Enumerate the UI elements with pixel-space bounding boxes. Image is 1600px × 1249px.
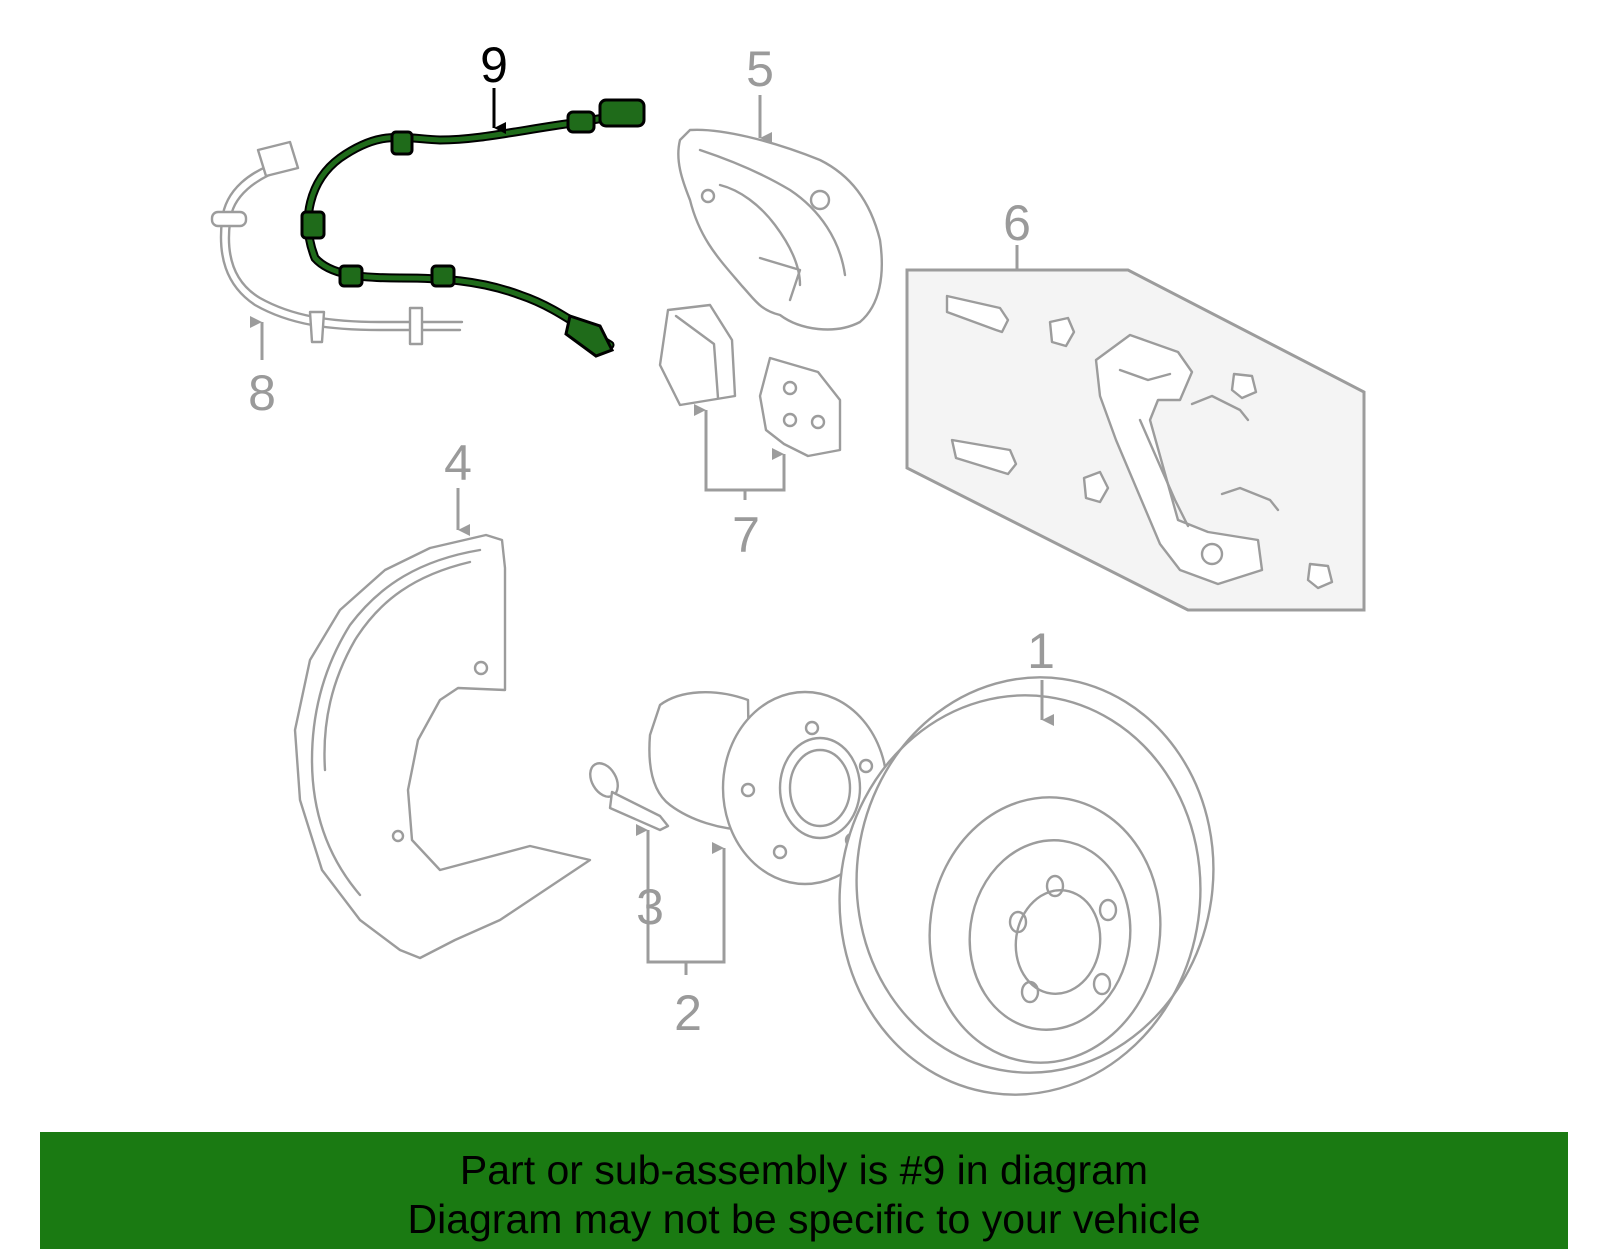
part-1-brake-rotor [838, 676, 1215, 1096]
callout-6: 6 [1003, 195, 1031, 251]
banner-line-2: Diagram may not be specific to your vehi… [407, 1196, 1201, 1242]
part-6-caliper-bracket-kit [905, 268, 1366, 612]
part-9-abs-sensor-harness [300, 98, 646, 358]
callout-4: 4 [444, 435, 472, 491]
callout-3: 3 [636, 879, 664, 935]
callout-9-highlighted: 9 [480, 37, 508, 93]
banner-line-1: Part or sub-assembly is #9 in diagram [459, 1147, 1149, 1193]
callout-2: 2 [674, 985, 702, 1041]
info-banner: Part or sub-assembly is #9 in diagram Di… [40, 1132, 1568, 1249]
leader-lines [250, 88, 1054, 975]
part-4-dust-shield [293, 533, 592, 960]
part-7-brake-pads [658, 303, 842, 458]
callout-1: 1 [1027, 623, 1055, 679]
part-3-wheel-stud [589, 762, 670, 832]
part-8-brake-hose [210, 140, 464, 346]
callout-7: 7 [732, 507, 760, 563]
part-5-caliper [677, 128, 883, 331]
callout-8: 8 [248, 365, 276, 421]
callout-5: 5 [746, 41, 774, 97]
